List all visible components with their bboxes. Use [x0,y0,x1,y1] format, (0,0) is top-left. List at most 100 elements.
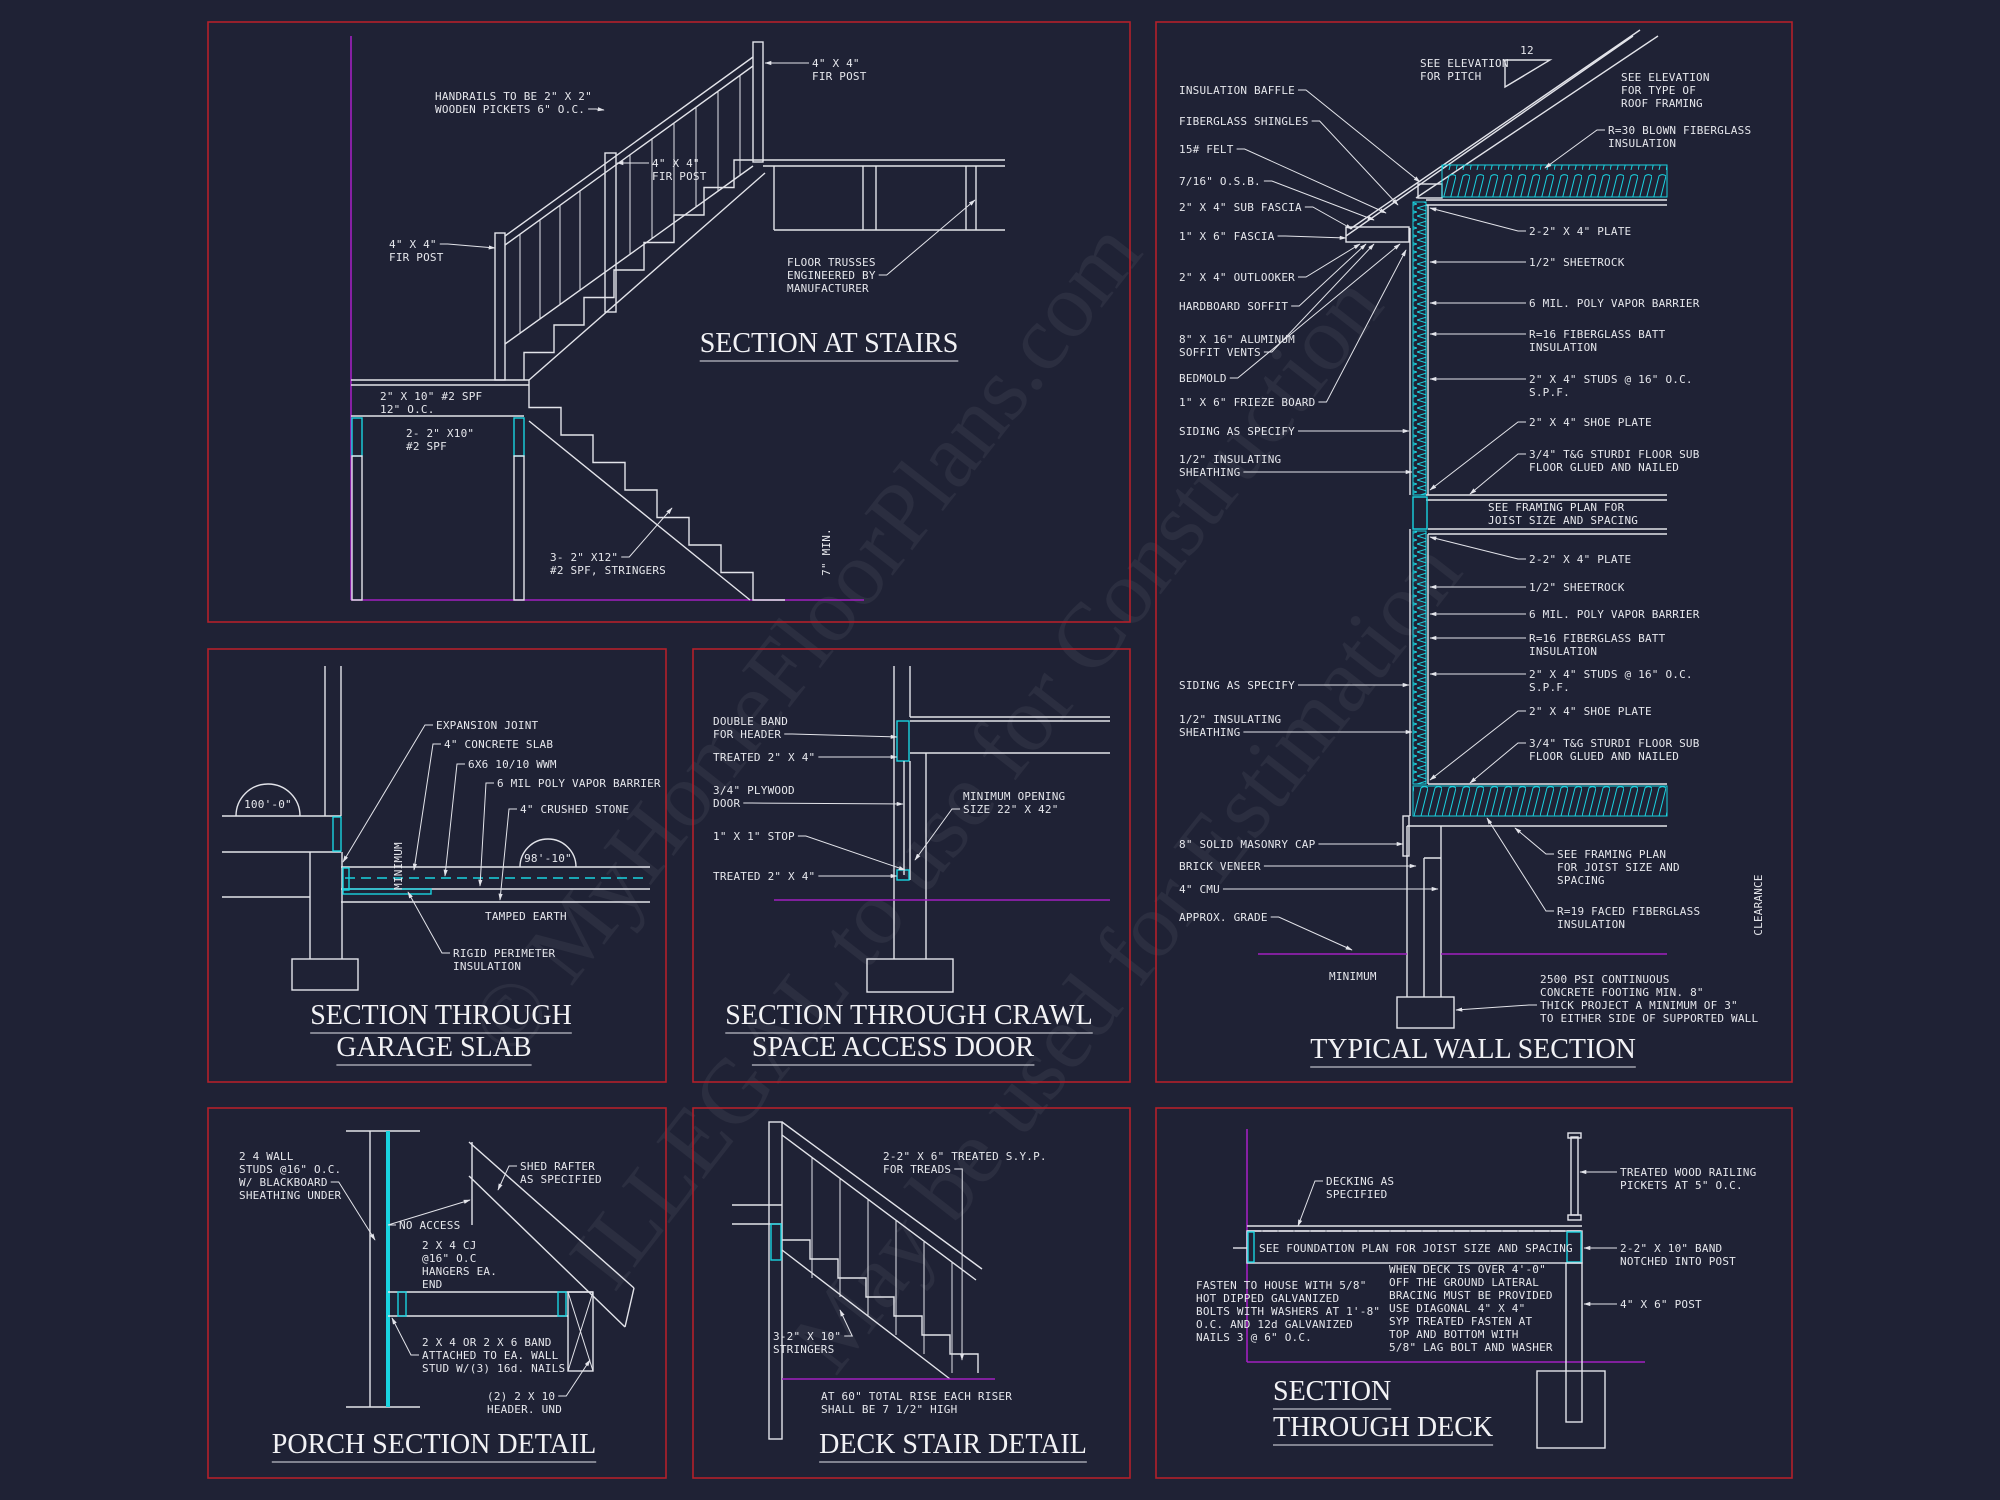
wall-label-r19: INSULATION [1557,918,1625,931]
wall-label-studs1: 2" X 4" STUDS @ 16" O.C. [1529,373,1693,386]
leader-arrow [412,743,441,871]
wall-label-sheathing2: SHEATHING [1179,726,1240,739]
leader-arrow [621,507,673,558]
deck-label-bracing: BRACING MUST BE PROVIDED [1389,1289,1553,1302]
deck-stair-title: DECK STAIR DETAIL [819,1429,1087,1460]
garage-label-rigid: INSULATION [453,960,521,973]
leader-arrow [498,808,517,901]
leader-arrow [497,1165,517,1191]
stairs-label-header: #2 SPF [406,440,447,453]
wall-label-r19: R=19 FACED FIBERGLASS [1557,905,1700,918]
crawl-label-treated2: TREATED 2" X 4" [713,870,815,883]
stairs-label-handrails: HANDRAILS TO BE 2" X 2" [435,90,592,103]
deck-label-bracing: OFF THE GROUND LATERAL [1389,1276,1539,1289]
leader-lines [330,60,1617,1397]
wall-label-roof-framing: FOR TYPE OF [1621,84,1696,97]
porch-label-header: (2) 2 X 10 [487,1390,555,1403]
leader-arrow [878,199,976,276]
stairs-label-mid-post: 4" X 4" [652,157,700,170]
wall-label-batt2: INSULATION [1529,645,1597,658]
lower-stair-flight [528,380,785,601]
porch-label-studs: SHEATHING UNDER [239,1189,342,1202]
wall-label-pitch-rise: 12 [1520,44,1534,57]
crawl-label-opening: MINIMUM OPENING [963,790,1065,803]
leader-arrow [1429,421,1526,491]
stairs-label-riser: 7" MIN. [820,528,833,576]
wall-label-shoe2: 2" X 4" SHOE PLATE [1529,705,1652,718]
leader-arrow [1486,817,1554,912]
wall-label-framing1: SEE FRAMING PLAN FOR [1488,501,1625,514]
deck-label-joist: SEE FOUNDATION PLAN FOR JOIST SIZE AND S… [1259,1242,1573,1255]
leader-arrow [1318,249,1407,403]
deck-label-bracing: SYP TREATED FASTEN AT [1389,1315,1532,1328]
garage-label-dim1: 100'-0" [244,798,292,811]
deck-label-fasten: BOLTS WITH WASHERS AT 1'-8" [1196,1305,1380,1318]
porch-label-no-access: NO ACCESS [399,1219,460,1232]
garage-slab-drawing [222,666,650,991]
wall-label-sheetrock1: 1/2" SHEETROCK [1529,256,1625,269]
deck-stair-label-stringers: STRINGERS [773,1343,834,1356]
wall-label-studs1: S.P.F. [1529,386,1570,399]
detail-frames [207,21,1793,1479]
crawl-label-stop: 1" X 1" STOP [713,830,795,843]
stairs-label-mid-post: FIR POST [652,170,707,183]
frame-section-through-deck [1155,1107,1793,1479]
wall-label-framing2: SEE FRAMING PLAN [1557,848,1666,861]
wall-section-drawing [1258,29,1668,1029]
wall-label-osb: 7/16" O.S.B. [1179,175,1261,188]
wall-label-minimum: MINIMUM [1329,970,1377,983]
deck-label-decking: SPECIFIED [1326,1188,1387,1201]
stairs-label-left-post: FIR POST [389,251,444,264]
deck-stair-label-riser-note: SHALL BE 7 1/2" HIGH [821,1403,957,1416]
deck-stair-treads [782,1239,979,1373]
wall-label-vents: 8" X 16" ALUMINUM [1179,333,1295,346]
deck-label-fasten: O.C. AND 12d GALVANIZED [1196,1318,1353,1331]
crawl-title: SECTION THROUGH CRAWL [725,1000,1092,1031]
garage-label-vapor: 6 MIL POLY VAPOR BARRIER [497,777,661,790]
deck-stair-label-stringers: 3-2" X 10" [773,1330,841,1343]
crawl-label-opening: SIZE 22" X 42" [963,803,1059,816]
wall-label-framing2: FOR JOIST SIZE AND [1557,861,1680,874]
wall-label-batt2: R=16 FIBERGLASS BATT [1529,632,1666,645]
deck-label-band: NOTCHED INTO POST [1620,1255,1736,1268]
wall-label-subfloor1: FLOOR GLUED AND NAILED [1529,461,1679,474]
wall-label-vents: SOFFIT VENTS [1179,346,1261,359]
leader-arrow [743,801,904,807]
wall-label-batt1: R=16 FIBERGLASS BATT [1529,328,1666,341]
leader-arrow [443,763,465,877]
leader-arrow [1297,1180,1323,1227]
leader-arrow [1514,827,1554,855]
leader-arrow [1429,536,1526,560]
wall-label-roof-framing: SEE ELEVATION [1621,71,1710,84]
crawl-label-band: DOUBLE BAND [713,715,788,728]
porch-label-band: 2 X 4 OR 2 X 6 BAND [422,1336,552,1349]
wall-label-shoe1: 2" X 4" SHOE PLATE [1529,416,1652,429]
wall-label-cmu: 4" CMU [1179,883,1220,896]
deck-title: SECTION [1273,1376,1391,1407]
wall-label-sheetrock2: 1/2" SHEETROCK [1529,581,1625,594]
stairs-label-joists: 2" X 10" #2 SPF [380,390,482,403]
wall-label-studs2: 2" X 4" STUDS @ 16" O.C. [1529,668,1693,681]
porch-label-band: STUD W/(3) 16d. NAILS [422,1362,565,1375]
upper-stair-flight [523,159,764,380]
stairs-drawing [350,36,1005,601]
porch-label-header: HEADER. UND [487,1403,562,1416]
deck-label-decking: DECKING AS [1326,1175,1394,1188]
wall-label-siding1: SIDING AS SPECIFY [1179,425,1295,438]
deck-label-post: 4" X 6" POST [1620,1298,1702,1311]
crawl-label-plywood: 3/4" PLYWOOD [713,784,795,797]
deck-label-fasten: HOT DIPPED GALVANIZED [1196,1292,1339,1305]
garage-label-wwm: 6X6 10/10 WWM [468,758,557,771]
leader-arrow [1544,129,1605,169]
leader-arrow [1311,120,1399,206]
wall-label-r30: INSULATION [1608,137,1676,150]
stairs-label-stringers: 3- 2" X12" [550,551,618,564]
wall-label-shingles: FIBERGLASS SHINGLES [1179,115,1309,128]
frame-garage-slab [207,648,667,1083]
leader-arrow [391,1317,419,1356]
leader-arrow [1455,1004,1537,1012]
deck-stair-label-treads: FOR TREADS [883,1163,951,1176]
leader-arrow [478,782,494,887]
leader-arrow [439,243,496,250]
